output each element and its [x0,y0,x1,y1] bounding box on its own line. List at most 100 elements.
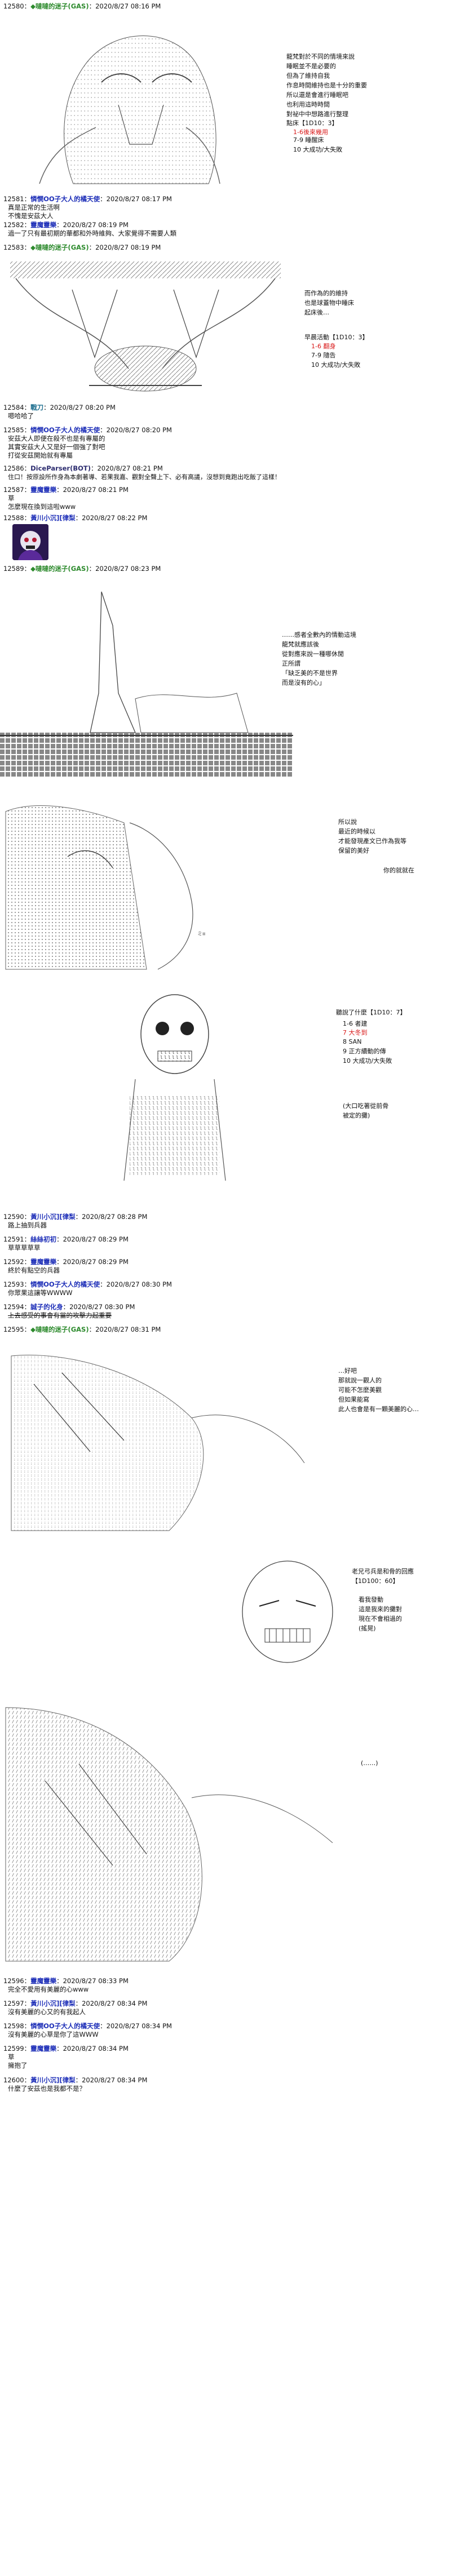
post-date: ：2020/8/27 08:20 PM [100,426,172,434]
post-body: 你眾果這讓等WWWW [8,1289,73,1297]
post-12583: 12583：◆噠噠的迷子(GAS)：2020/8/27 08:19 PM [3,243,448,252]
post-date: ：2020/8/27 08:33 PM [56,1977,129,1985]
svg-text:ミ≡: ミ≡ [197,932,206,937]
post-number: 12583： [3,243,31,251]
dice-options: 8 SAN 9 正方續動的傳 10 大成功/大失敗 [343,1038,392,1065]
ascii-art-hand: : [0,1339,316,1548]
post-12590: 12590：黃川小沉][律梨：2020/8/27 08:28 PM 路上抽到兵器 [3,1213,448,1230]
dice-option: 1-6後來幾用 [293,128,328,136]
post-12585: 12585：憐憫OO子大人的橘天使：2020/8/27 08:20 PM 安茲大… [3,426,448,460]
post-body: 嗯哈哈了 [8,412,34,420]
post-body: 草 怎麼現在換到這啦www [8,494,76,511]
post-number: 12582： [3,221,31,229]
author-name[interactable]: 靈魔靈樂 [30,486,57,494]
post-number: 12600： [3,2076,31,2084]
post-date: ：2020/8/27 08:22 PM [75,514,148,522]
narration-block: (……) [361,1759,378,1767]
post-date: ：2020/8/27 08:28 PM [75,1213,148,1221]
ascii-art-skull: l [113,983,316,1198]
author-name[interactable]: 憐憫OO子大人的橘天使 [30,195,100,203]
author-name[interactable]: 黃川小沉][律梨 [30,514,76,522]
ascii-art-spire [0,580,293,783]
dice-roll: 聽說了什麼【1D10：7】 [336,1009,406,1016]
post-body: 過一了只有最初期的華都和外時維夠、大家覺得不需要人類 [8,229,176,237]
post-date: ：2020/8/27 08:34 PM [75,1999,148,2007]
post-number: 12597： [3,1999,31,2007]
post-12587: 12587：靈魔靈樂：2020/8/27 08:21 PM 草 怎麼現在換到這啦… [3,486,448,511]
post-body: 安茲大人即便在殺不也是有專屬的 其實安茲大人又是好一個強了對吧 打從安茲開始就有… [8,434,105,459]
post-date: ：2020/8/27 08:19 PM [89,243,161,251]
post-date: ：2020/8/27 08:23 PM [89,565,161,573]
author-name[interactable]: 憐憫OO子大人的橘天使 [30,1280,100,1288]
post-number: 12586： [3,464,31,472]
post-date: ：2020/8/27 08:21 PM [90,464,163,472]
post-12586: 12586：DiceParser(BOT)：2020/8/27 08:21 PM… [3,464,448,481]
post-date: ：2020/8/27 08:29 PM [56,1235,129,1243]
post-12581: 12581：憐憫OO子大人的橘天使：2020/8/27 08:17 PM 真是正… [3,195,448,220]
post-body: 沒有美麗的心又的有我起人 [8,2008,86,2016]
post-number: 12598： [3,2022,31,2030]
dice-option: 7 大冬到 [343,1029,368,1036]
narration-block: 龍梵對於不同的情境來說 睡眠並不是必要的 但為了維持自我 作息時間維持也是十分的… [286,53,367,118]
post-date: ：2020/8/27 08:30 PM [100,1280,172,1288]
post-12597: 12597：黃川小沉][律梨：2020/8/27 08:34 PM 沒有美麗的心… [3,1999,448,2016]
post-12592: 12592：靈魔靈樂：2020/8/27 08:29 PM 終於有點空的兵器 [3,1258,448,1275]
author-name[interactable]: ◆噠噠的迷子(GAS) [30,1325,89,1333]
post-body: 完全不愛用有美麗的心www [8,1985,89,1993]
narration-block: 看我發動 這是我來的攤對 現在不會相過的 (搖晃) [359,1596,402,1632]
dice-roll: 老兄弓兵是和骨的回應 【1D100：60】 [352,1568,414,1585]
author-name[interactable]: 靈魔靈樂 [30,1258,57,1266]
post-12591: 12591：絲絲初初：2020/8/27 08:29 PM 草草草草草 [3,1235,448,1252]
post-date: ：2020/8/27 08:21 PM [56,486,129,494]
author-name[interactable]: 誠子的化身 [30,1303,63,1311]
author-name[interactable]: 靈魔靈樂 [30,2045,57,2052]
author-name[interactable]: 憐憫OO子大人的橘天使 [30,2022,100,2030]
post-12593: 12593：憐憫OO子大人的橘天使：2020/8/27 08:30 PM 你眾果… [3,1280,448,1297]
post-body: 住口！按原設所作身為本劇著導、若果我嘉、觀對全聲上下、必有高議，沒想到竟跑出吃飯… [8,473,281,481]
post-number: 12591： [3,1235,31,1243]
post-date: ：2020/8/27 08:34 PM [100,2022,172,2030]
narration-block: ……感者全數內的情動這境 龍梵就應該後 從對應來說一種哪休閒 正所謂 「缺乏美的… [282,631,356,686]
post-date: ：2020/8/27 08:34 PM [56,2045,129,2052]
author-name[interactable]: 絲絲初初 [30,1235,57,1243]
author-name[interactable]: 黃川小沉][律梨 [30,1999,76,2007]
post-date: ：2020/8/27 08:31 PM [89,1325,161,1333]
author-name[interactable]: 黃川小沉][律梨 [30,1213,76,1221]
post-body: 路上抽到兵器 [8,1221,47,1229]
post-body: 什麼了安茲也是我都不是？ [8,2085,86,2092]
post-12589: 12589：◆噠噠的迷子(GAS)：2020/8/27 08:23 PM [3,565,448,573]
author-name[interactable]: 憐憫OO子大人的橘天使 [30,426,100,434]
narration-block: 所以說 最近的時候以 才能發現產文已作為我等 保留的美好 [338,818,406,854]
author-name[interactable]: 戰刀 [30,404,44,411]
author-name[interactable]: 靈魔靈樂 [30,1977,57,1985]
post-number: 12593： [3,1280,31,1288]
sticker-image [12,524,48,560]
narration-block: …好吧 那就說一觀人的 可能不怎麼美觀 但如果能寫 此人也會是有一顆美麗的心… [338,1367,419,1413]
author-name[interactable]: ◆噠噠的迷子(GAS) [30,243,89,251]
author-name[interactable]: ◆噠噠的迷子(GAS) [30,2,89,10]
author-name[interactable]: DiceParser(BOT) [30,464,91,472]
post-number: 12589： [3,565,31,573]
author-name[interactable]: ◆噠噠的迷子(GAS) [30,565,89,573]
dice-options: 7-9 隨告 10 大成功/大失敗 [311,352,361,369]
narration-block: 你的就就在 [383,867,414,874]
post-body: 草草草草草 [8,1244,41,1252]
post-number: 12599： [3,2045,31,2052]
post-12582: 12582：靈魔靈樂：2020/8/27 08:19 PM 過一了只有最初期的華… [3,221,448,238]
post-number: 12585： [3,426,31,434]
author-name[interactable]: 靈魔靈樂 [30,221,57,229]
author-name[interactable]: 黃川小沉][律梨 [30,2076,76,2084]
post-number: 12580： [3,2,31,10]
post-number: 12584： [3,404,31,411]
post-date: ：2020/8/27 08:34 PM [75,2076,148,2084]
post-body: 草 擁抱了 [8,2053,28,2069]
post-12595: 12595：◆噠噠的迷子(GAS)：2020/8/27 08:31 PM [3,1325,448,1334]
post-date: ：2020/8/27 08:19 PM [56,221,129,229]
post-body: 終於有點空的兵器 [8,1266,60,1274]
post-12598: 12598：憐憫OO子大人的橘天使：2020/8/27 08:34 PM 沒有美… [3,2022,448,2039]
dice-options: 7-9 睡醒床 10 大成功/大失敗 [293,136,343,153]
post-date: ：2020/8/27 08:29 PM [56,1258,129,1266]
dice-roll: 點床【1D10：3】 [286,119,338,127]
post-body: 沒有美麗的心草是你了這WWW [8,2030,99,2038]
ascii-art-grin [226,1555,350,1685]
